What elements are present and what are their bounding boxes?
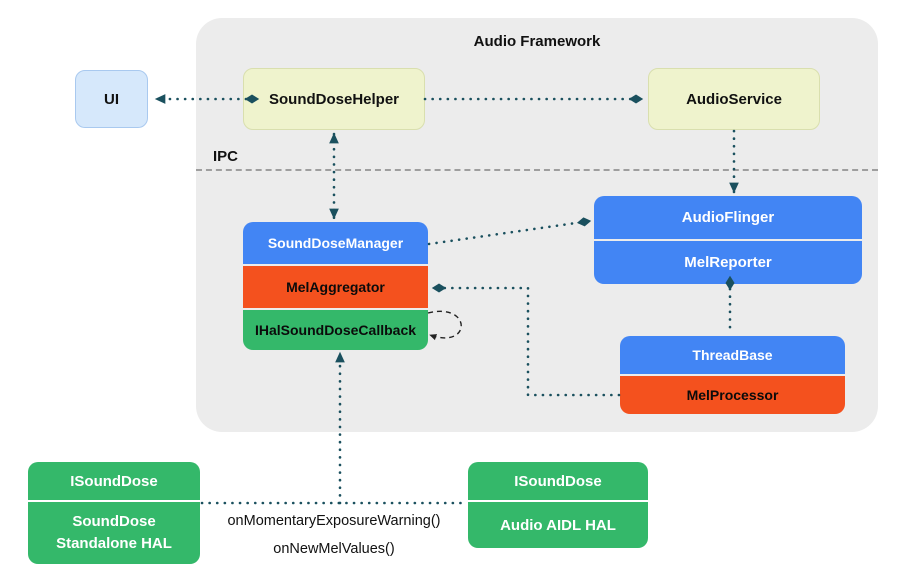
node-ihal-sound-dose-callback: IHalSoundDoseCallback <box>243 310 428 350</box>
node-ui: UI <box>75 70 148 128</box>
thread-base-stack: ThreadBase MelProcessor <box>620 336 845 414</box>
node-audio-aidl-hal: Audio AIDL HAL <box>468 502 648 548</box>
ipc-boundary-line <box>196 169 878 171</box>
hal-callback-labels: onMomentaryExposureWarning() onNewMelVal… <box>200 508 468 563</box>
node-sound-dose-helper: SoundDoseHelper <box>243 68 425 130</box>
aidl-hal-stack: ISoundDose Audio AIDL HAL <box>468 462 648 548</box>
node-audio-flinger: AudioFlinger <box>594 196 862 239</box>
callback-momentary-exposure-label: onMomentaryExposureWarning() <box>227 513 441 529</box>
ipc-label: IPC <box>213 148 239 165</box>
audio-framework-label: Audio Framework <box>473 33 601 50</box>
sound-dose-manager-stack: SoundDoseManager MelAggregator IHalSound… <box>243 222 428 350</box>
audio-flinger-stack: AudioFlinger MelReporter <box>594 196 862 284</box>
node-mel-aggregator: MelAggregator <box>243 266 428 308</box>
node-thread-base: ThreadBase <box>620 336 845 374</box>
standalone-hal-stack: ISoundDose SoundDose Standalone HAL <box>28 462 200 564</box>
node-audio-service: AudioService <box>648 68 820 130</box>
node-mel-processor: MelProcessor <box>620 376 845 414</box>
node-isounddose-aidl: ISoundDose <box>468 462 648 500</box>
callback-new-mel-values-label: onNewMelValues() <box>273 540 395 557</box>
node-sound-dose-manager: SoundDoseManager <box>243 222 428 264</box>
node-mel-reporter: MelReporter <box>594 241 862 284</box>
node-sounddose-standalone-hal: SoundDose Standalone HAL <box>28 502 200 564</box>
node-isounddose-standalone: ISoundDose <box>28 462 200 500</box>
